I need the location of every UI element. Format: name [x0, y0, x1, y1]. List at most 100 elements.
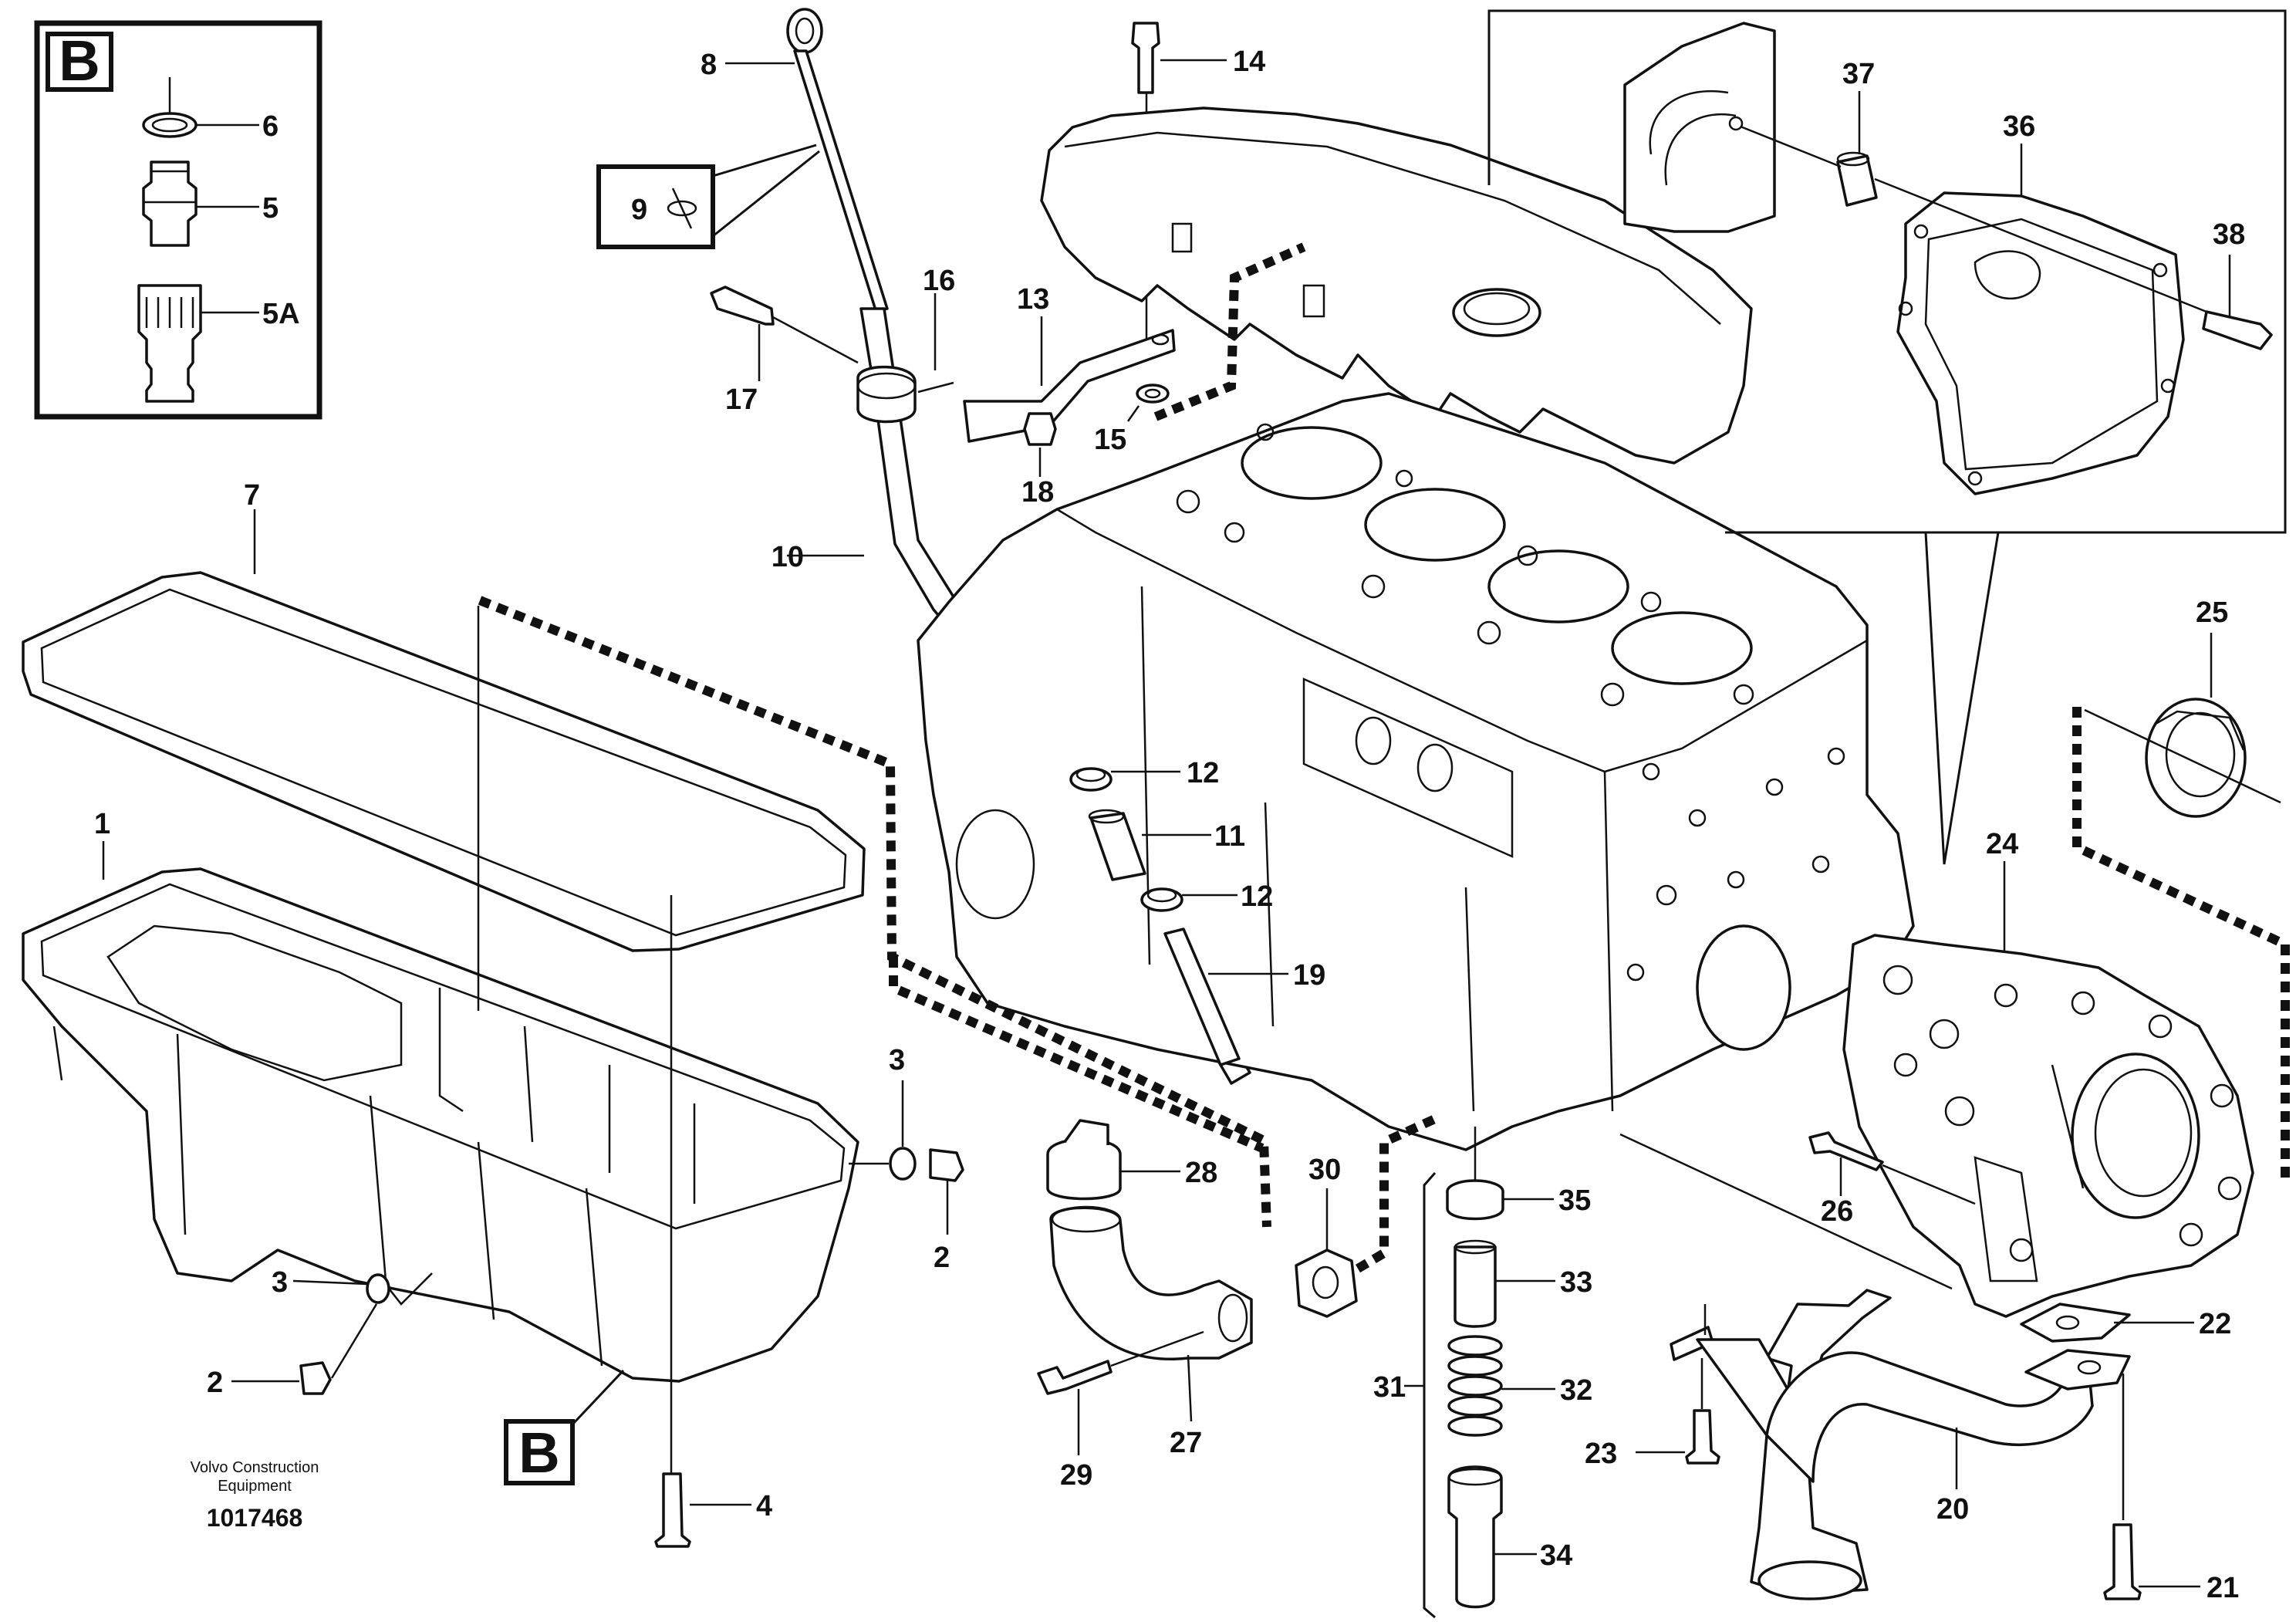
rear-plate-fragment	[1623, 22, 1776, 233]
inset-b: B 6 5 5A	[34, 20, 322, 420]
cylinder-bore-1	[1241, 426, 1383, 500]
caption-line-1: Volvo Construction	[191, 1459, 319, 1476]
pipe-flange	[2024, 1349, 2131, 1391]
cylinder-block	[917, 392, 1915, 1151]
piston-33	[1454, 1245, 1497, 1328]
oil-pan: 1	[22, 606, 859, 1497]
callout-29: 29	[1060, 1459, 1092, 1492]
crank-bore-front	[1696, 924, 1791, 1051]
pan-label-b: B	[504, 1369, 625, 1485]
dashed-link-seal	[2072, 707, 2290, 1181]
pump-seal-bore	[2071, 1053, 2200, 1219]
oil-pump-area: 25 24 26	[1619, 596, 2290, 1318]
valve-body-34	[1447, 1465, 1503, 1609]
pan-body	[22, 867, 859, 1383]
callout-18: 18	[1021, 476, 1054, 509]
callout-30: 30	[1308, 1154, 1341, 1186]
callout-9: 9	[631, 194, 647, 226]
callout-12-upper: 12	[1187, 757, 1219, 789]
screw-38	[2202, 310, 2273, 350]
illustration-number: 1017468	[207, 1504, 303, 1532]
callout-10: 10	[772, 541, 804, 573]
screw-23	[1685, 1409, 1720, 1465]
washer-15	[1136, 384, 1170, 404]
filler-cap-28	[1046, 1137, 1122, 1201]
gasket-30	[1295, 1249, 1358, 1318]
callout-20: 20	[1936, 1493, 1969, 1526]
seal-washer-3-right	[889, 1147, 917, 1181]
screw-17	[710, 286, 775, 326]
strainer-bowl	[1757, 1560, 1862, 1600]
callout-7: 7	[244, 479, 260, 512]
nut-18	[1023, 412, 1057, 446]
seal-12-upper	[1069, 767, 1113, 792]
callout-32: 32	[1560, 1374, 1592, 1407]
caption-line-2: Equipment	[218, 1478, 292, 1495]
callout-4: 4	[756, 1490, 772, 1522]
callout-28: 28	[1185, 1157, 1217, 1189]
callout-16: 16	[923, 265, 955, 297]
screw-4	[654, 1472, 691, 1548]
crank-seal-25	[2145, 698, 2247, 818]
screw-14	[1131, 22, 1160, 94]
callout-31: 31	[1373, 1371, 1406, 1404]
pan-label-box	[504, 1419, 575, 1485]
callout-25: 25	[2196, 596, 2228, 629]
callout-37: 37	[1842, 58, 1875, 90]
gasket-36	[1896, 191, 2185, 495]
inset-frame	[34, 20, 322, 420]
valve-cover	[1040, 106, 1753, 465]
callout-17: 17	[725, 384, 758, 416]
callout-36: 36	[2003, 110, 2035, 143]
callout-33: 33	[1560, 1266, 1592, 1299]
callout-23: 23	[1585, 1438, 1617, 1470]
gasket-7	[22, 571, 866, 952]
dipstick-assembly: 8 9 10 16 13 18 17 14	[596, 8, 1265, 1085]
callout-15: 15	[1094, 424, 1126, 456]
valve-cover-body	[1040, 106, 1753, 465]
nipple-5	[142, 161, 198, 247]
oil-pan-gasket: 7	[22, 479, 866, 952]
screw-26	[1808, 1131, 1884, 1171]
callout-24: 24	[1986, 828, 2018, 860]
callout-13: 13	[1017, 283, 1049, 316]
clamp-16	[856, 365, 917, 424]
hose-connector-5a	[137, 284, 202, 403]
callout-2-right: 2	[934, 1242, 950, 1274]
drain-plug-2-bottom	[299, 1361, 332, 1395]
callout-8: 8	[701, 49, 717, 81]
inset-label: B	[59, 29, 100, 93]
oil-filler-boss	[1452, 288, 1541, 337]
callout-1: 1	[94, 808, 110, 840]
suction-pipe-group: 20 22 21 23	[1585, 1289, 2239, 1604]
seal-12-lower	[1140, 887, 1183, 912]
dashed-link-cover	[1153, 242, 1306, 421]
callout-14: 14	[1233, 46, 1265, 78]
pan-plug-right: 3 2	[849, 1044, 964, 1274]
callout-34: 34	[1540, 1539, 1572, 1572]
cylinder-bore-4	[1611, 611, 1753, 685]
screw-4-group: 4	[654, 1472, 772, 1548]
callout-3-right: 3	[889, 1044, 905, 1076]
callout-21: 21	[2207, 1572, 2239, 1604]
cylinder-bore-2	[1364, 488, 1506, 562]
callout-2-bottom: 2	[207, 1367, 223, 1399]
callout-26: 26	[1821, 1195, 1853, 1228]
callout-5a: 5A	[262, 298, 300, 330]
callout-5: 5	[262, 192, 279, 225]
callout-22: 22	[2199, 1308, 2231, 1340]
dipstick-ring	[786, 8, 823, 54]
sleeve-37	[1836, 154, 1878, 207]
callout-38: 38	[2213, 218, 2245, 251]
callout-11: 11	[1214, 820, 1245, 853]
seal-ring-6	[142, 112, 198, 138]
callout-12-lower: 12	[1241, 880, 1273, 913]
inset-label-box	[46, 32, 113, 92]
sleeve-11	[1089, 812, 1146, 881]
filler-pipe-27	[1049, 1206, 1253, 1360]
callout-19: 19	[1293, 959, 1325, 992]
bracket-13	[963, 329, 1176, 443]
screw-29	[1037, 1360, 1113, 1395]
